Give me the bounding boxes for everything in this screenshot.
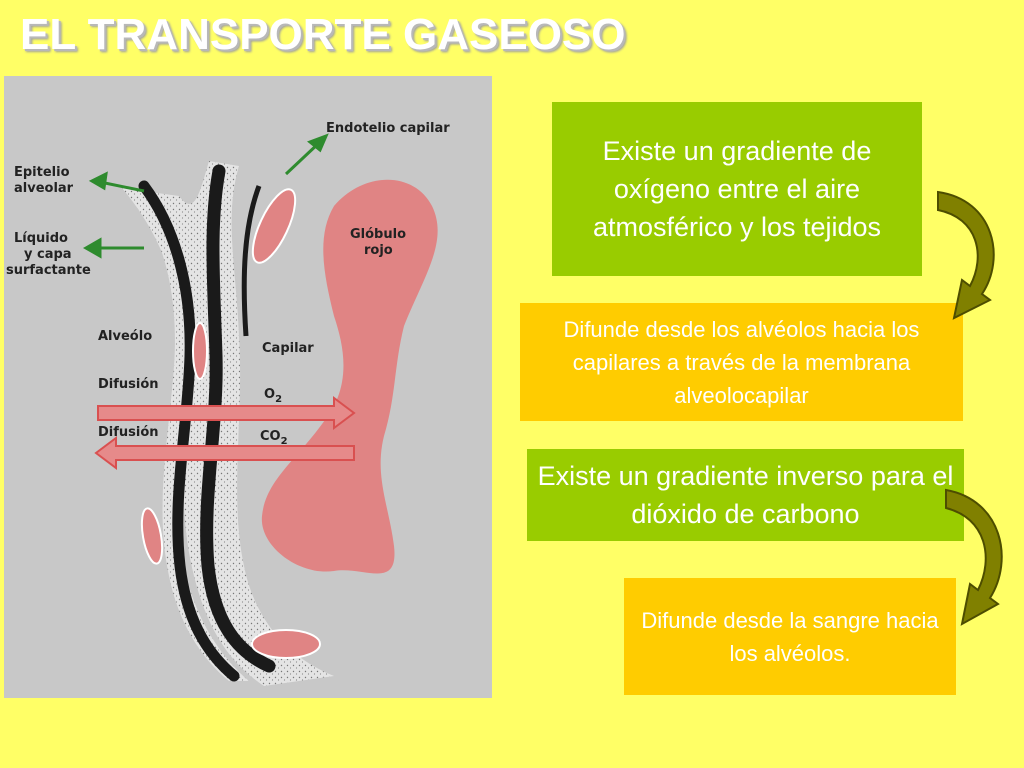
page-title: EL TRANSPORTE GASEOSO: [20, 10, 626, 59]
interstitium-layer: [122, 161, 334, 686]
organelle: [140, 507, 164, 565]
red-blood-cell: [261, 179, 438, 574]
organelle: [192, 322, 208, 380]
curved-arrow-icon: [937, 190, 995, 320]
co2-gradient-box: Existe un gradiente inverso para el dióx…: [527, 449, 964, 541]
alveolocapillary-membrane-figure: Endotelio capilar Epitelio alveolar Líqu…: [4, 76, 492, 698]
label-alveolo: Alveólo: [98, 329, 152, 344]
label-capilar: Capilar: [262, 341, 314, 356]
label-surfactante: surfactante: [6, 263, 91, 278]
label-difusion-co2: Difusión: [98, 425, 159, 440]
label-o2: O2: [264, 387, 282, 405]
label-y-capa: y capa: [24, 247, 72, 262]
curved-arrow-icon: [945, 488, 1003, 626]
label-alveolar: alveolar: [14, 181, 74, 196]
co2-diffusion-box: Difunde desde la sangre hacia los alvéol…: [624, 578, 956, 695]
green-arrows: [82, 133, 329, 259]
diffusion-arrow-o2: [97, 396, 356, 430]
label-difusion-o2: Difusión: [98, 377, 159, 392]
oxygen-gradient-box: Existe un gradiente de oxígeno entre el …: [552, 102, 922, 276]
oxygen-diffusion-box: Difunde desde los alvéolos hacia los cap…: [520, 303, 963, 421]
endothelium-line: [241, 185, 262, 337]
organelle: [251, 629, 321, 659]
figure-svg: Endotelio capilar Epitelio alveolar Líqu…: [6, 121, 450, 686]
organelle: [251, 188, 297, 264]
label-rojo: rojo: [364, 243, 393, 258]
label-epitelio: Epitelio: [14, 165, 70, 180]
label-endotelio-capilar: Endotelio capilar: [326, 121, 450, 136]
label-liquido: Líquido: [14, 231, 68, 246]
label-globulo: Glóbulo: [350, 227, 406, 242]
label-co2: CO2: [260, 429, 288, 447]
diffusion-arrow-co2: [94, 436, 355, 470]
